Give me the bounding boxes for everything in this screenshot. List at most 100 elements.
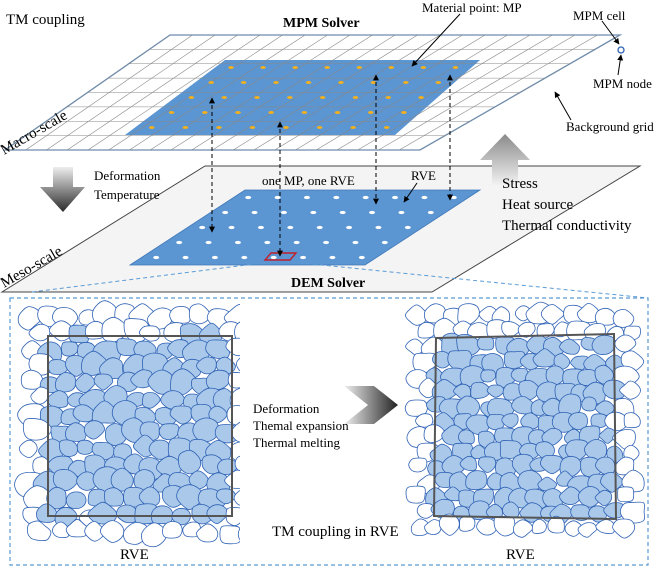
particle [226, 405, 240, 426]
particle [205, 369, 231, 391]
particle [76, 439, 95, 455]
particle [590, 413, 608, 429]
particle [52, 521, 70, 539]
material-point [350, 126, 356, 129]
particle [17, 306, 43, 331]
mpm-node-label: MPM node [593, 76, 652, 91]
particle [465, 470, 488, 491]
particle [91, 400, 118, 424]
stress-label: Stress [502, 176, 538, 192]
macro-scale-plane [2, 34, 625, 151]
particle [99, 520, 125, 543]
rve-marker [392, 195, 399, 200]
particle [22, 418, 53, 441]
particle [215, 488, 237, 505]
particle [84, 520, 106, 542]
particle [591, 334, 616, 355]
particle [130, 369, 153, 389]
dem-rve-region [128, 189, 482, 266]
particle [169, 405, 193, 425]
rve-marker [375, 225, 382, 230]
rve-right-label: RVE [506, 547, 535, 563]
particle [188, 303, 211, 325]
mpm-node-marker [617, 46, 625, 54]
material-point [452, 66, 459, 69]
rve-marker [346, 225, 353, 230]
rve-marker [369, 210, 376, 215]
material-point [356, 66, 363, 69]
rve-marker [274, 195, 281, 200]
rve-marker [199, 225, 206, 230]
particle [93, 373, 114, 391]
rve-particles-after [404, 301, 645, 539]
heat-source-label: Heat source [502, 197, 574, 213]
rve-marker [205, 240, 212, 245]
particle [539, 454, 565, 475]
rve-marker [398, 210, 405, 215]
material-point [168, 111, 175, 114]
rve-marker [228, 225, 235, 230]
right-chevron-arrow-icon [344, 386, 398, 424]
particle [169, 305, 191, 324]
rve-marker [316, 225, 323, 230]
material-point [208, 81, 215, 84]
particle [564, 520, 583, 537]
particle [564, 439, 589, 461]
particle [215, 356, 236, 375]
temperature-label: Temperature [94, 187, 160, 202]
rve-marker [176, 240, 183, 245]
rve-marker [352, 240, 359, 245]
particle [501, 413, 519, 428]
material-point [182, 126, 189, 129]
particle [532, 348, 557, 368]
material-point [235, 111, 241, 114]
particle [501, 321, 522, 338]
particle [116, 504, 139, 524]
particle [595, 519, 616, 534]
particle [206, 504, 229, 525]
particle [604, 411, 630, 432]
one-mp-one-rve-label: one MP, one RVE [262, 173, 355, 188]
particle [234, 455, 240, 472]
rve-marker [257, 225, 264, 230]
particle [480, 369, 497, 383]
material-point [418, 96, 424, 99]
rve-marker [310, 210, 317, 215]
rve-marker [421, 195, 428, 200]
particle [432, 351, 452, 369]
particle [431, 378, 460, 401]
particle [577, 485, 601, 508]
meso-scale-plane [0, 165, 642, 293]
rve-box-before [47, 335, 233, 517]
particle [227, 371, 240, 389]
particle [540, 304, 565, 325]
material-point [338, 81, 344, 84]
rve-marker [264, 240, 271, 245]
particle [59, 439, 78, 457]
material-point [260, 66, 266, 69]
particle [219, 525, 240, 545]
particle [83, 420, 106, 440]
material-point [385, 96, 392, 99]
particle [237, 528, 240, 541]
rve-top-label: RVE [411, 168, 436, 183]
particle [30, 386, 49, 405]
particle [457, 303, 480, 326]
rve-marker [241, 255, 248, 260]
rve-marker [333, 195, 340, 200]
particle [416, 503, 436, 519]
material-point [324, 66, 331, 69]
material-point [370, 81, 377, 84]
particle [559, 338, 581, 355]
rve-marker [303, 195, 310, 200]
particle [476, 517, 498, 536]
rve-left-label: RVE [120, 547, 149, 563]
rve-markers [153, 195, 457, 260]
rve-marker [300, 255, 307, 260]
rve-marker [280, 210, 287, 215]
particle [458, 429, 475, 445]
particle [623, 412, 641, 429]
material-point [188, 96, 195, 99]
particle [503, 351, 526, 369]
rve-marker [339, 210, 346, 215]
